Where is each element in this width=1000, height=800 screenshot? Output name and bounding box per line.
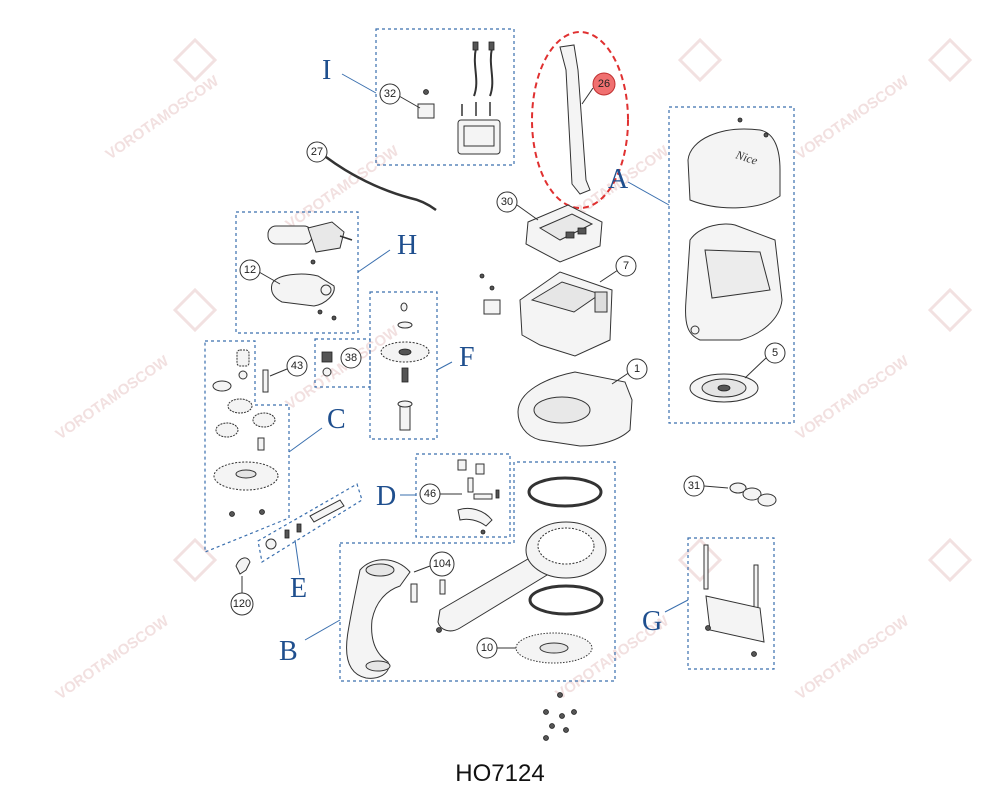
group-g-box	[687, 537, 775, 670]
cover-logo: Nice	[733, 147, 760, 168]
part-7: 7	[479, 255, 637, 357]
highlight-ring	[531, 31, 629, 209]
watermark-text: VOROTAMOSCOW	[283, 142, 403, 233]
watermark-logo-icon	[677, 37, 723, 83]
watermark-text: VOROTAMOSCOW	[103, 72, 223, 163]
watermark-text: VOROTAMOSCOW	[793, 612, 913, 703]
callout-1-label: 1	[634, 363, 640, 375]
lever-d-part	[457, 507, 493, 527]
motor-part	[267, 225, 313, 245]
part-30: 30	[496, 191, 603, 263]
part-27: 27	[306, 141, 437, 212]
group-c-letter: C	[327, 404, 346, 435]
group-i-box	[375, 28, 515, 166]
watermark-logo-icon	[172, 287, 218, 333]
group-g: G	[642, 537, 775, 670]
group-c-box	[204, 340, 290, 553]
callout-104: 104	[413, 551, 455, 577]
group-e-box	[257, 483, 363, 563]
part-31: 31	[683, 475, 777, 507]
callout-32-label: 32	[384, 88, 396, 100]
group-b-letter: B	[279, 636, 298, 667]
callout-32: 32	[379, 83, 421, 109]
callout-30-label: 30	[501, 196, 513, 208]
part-120: 120	[230, 557, 254, 616]
group-e-letter: E	[290, 573, 307, 604]
watermark-logo-icon	[927, 287, 973, 333]
group-e: E	[257, 483, 363, 604]
watermark-logo-icon	[677, 537, 723, 583]
callout-104-label: 104	[433, 558, 451, 570]
mounting-plate-part	[271, 273, 335, 307]
loose-screws	[543, 692, 577, 741]
callout-38: 38	[340, 347, 362, 369]
callout-7-label: 7	[623, 260, 629, 272]
callout-43-label: 43	[291, 360, 303, 372]
group-i-letter: I	[322, 55, 331, 86]
top-cover-part	[687, 128, 781, 209]
callout-27-label: 27	[311, 146, 323, 158]
callout-31-label: 31	[688, 480, 700, 492]
group-a-letter: A	[608, 164, 629, 195]
callout-46-label: 46	[424, 488, 436, 500]
mounting-bracket-part	[705, 595, 765, 643]
callout-12-label: 12	[244, 264, 256, 276]
callout-38-label: 38	[345, 352, 357, 364]
watermark-text: VOROTAMOSCOW	[793, 352, 913, 443]
callout-26-marker	[592, 72, 616, 96]
anchor-bolt-part	[703, 544, 709, 590]
curved-arm-part	[346, 559, 411, 679]
group-d: D 46	[376, 453, 511, 538]
release-lever-part	[559, 44, 591, 195]
group-h: H 12	[235, 211, 417, 334]
watermark-text: VOROTAMOSCOW	[53, 352, 173, 443]
callout-120-label: 120	[233, 598, 251, 610]
group-b-box	[339, 461, 616, 682]
group-f-box	[369, 291, 438, 440]
group-a-box	[668, 106, 795, 424]
model-code-caption: HO7124	[455, 760, 545, 787]
bracket-part	[483, 299, 501, 315]
group-d-letter: D	[376, 481, 396, 512]
group-b: B 104 10	[279, 461, 616, 682]
part-1: 1	[517, 358, 648, 447]
group-g-letter: G	[642, 606, 662, 637]
watermark-text: VOROTAMOSCOW	[793, 72, 913, 163]
watermark-logo-icon	[172, 37, 218, 83]
group-f: F 38	[314, 291, 475, 440]
callout-5-label: 5	[772, 347, 778, 359]
terminal-block-part	[417, 103, 435, 119]
group-h-letter: H	[397, 230, 417, 261]
shaft-part	[399, 403, 411, 431]
watermark-logo-icon	[927, 37, 973, 83]
callout-10: 10	[476, 637, 516, 659]
watermark-text: VOROTAMOSCOW	[53, 612, 173, 703]
group-c: C 43	[204, 340, 346, 553]
watermark-logo-icon	[927, 537, 973, 583]
part-26-highlighted: 26	[531, 31, 629, 209]
group-i: I 32	[322, 28, 515, 166]
straight-arm-part	[437, 551, 553, 632]
watermark-layer: VOROTAMOSCOW VOROTAMOSCOW VOROTAMOSCOW V…	[53, 37, 973, 703]
callout-10-label: 10	[481, 642, 493, 654]
key-part	[235, 557, 251, 575]
callout-26-label: 26	[598, 78, 610, 90]
watermark-logo-icon	[172, 537, 218, 583]
group-a: A Nice 5	[608, 106, 795, 424]
group-f-letter: F	[459, 342, 475, 373]
bolt-43-part	[262, 369, 269, 393]
callout-5: 5	[744, 342, 786, 379]
anchor-bolt-part	[753, 564, 759, 610]
group-h-box	[235, 211, 359, 334]
